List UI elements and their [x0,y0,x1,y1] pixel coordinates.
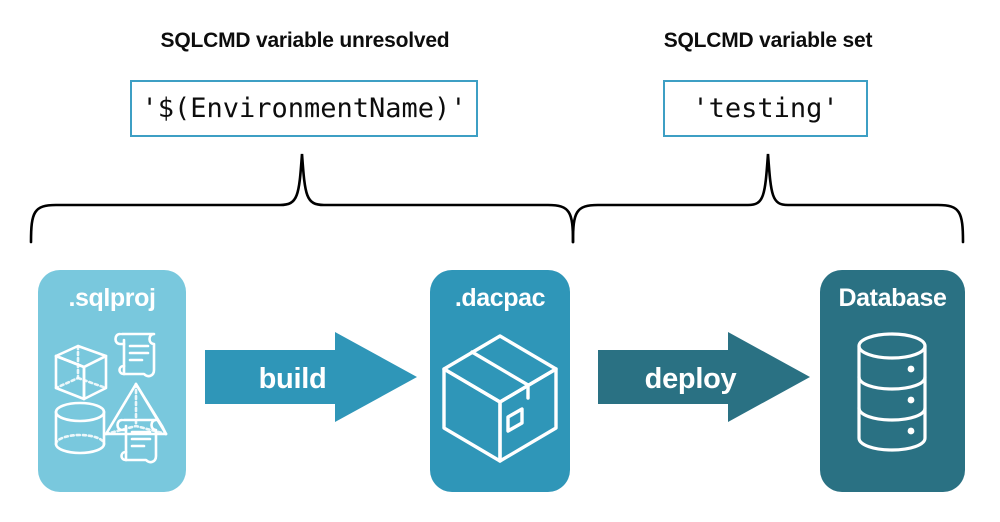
database-cylinder-icon [857,332,927,452]
value-box-unresolved: '$(EnvironmentName)' [130,80,478,137]
cube-icon [54,344,108,401]
scroll-icon [116,418,158,464]
value-text-set: 'testing' [692,93,839,124]
arrow-build-icon [205,332,417,422]
node-dacpac-label: .dacpac [454,284,546,312]
value-box-set: 'testing' [663,80,868,137]
node-sqlproj-art [38,322,186,477]
section-header-unresolved: SQLCMD variable unresolved [160,29,450,52]
brace-set-icon [571,153,965,244]
brace-unresolved-icon [29,153,575,244]
node-sqlproj[interactable]: .sqlproj [38,270,186,492]
node-sqlproj-label: .sqlproj [68,284,156,312]
node-dacpac[interactable]: .dacpac [430,270,570,492]
arrow-deploy-icon [598,332,810,422]
node-database[interactable]: Database [820,270,965,492]
package-box-icon [442,334,558,463]
scroll-icon [114,332,156,378]
value-text-unresolved: '$(EnvironmentName)' [141,93,467,124]
node-database-label: Database [838,284,947,312]
pyramid-icon [104,382,168,436]
node-dacpac-art [430,322,570,477]
node-database-art [820,322,965,477]
sqlproj-shapes-group-icon [54,332,168,464]
section-header-set: SQLCMD variable set [663,29,873,52]
cylinder-icon [54,401,106,455]
